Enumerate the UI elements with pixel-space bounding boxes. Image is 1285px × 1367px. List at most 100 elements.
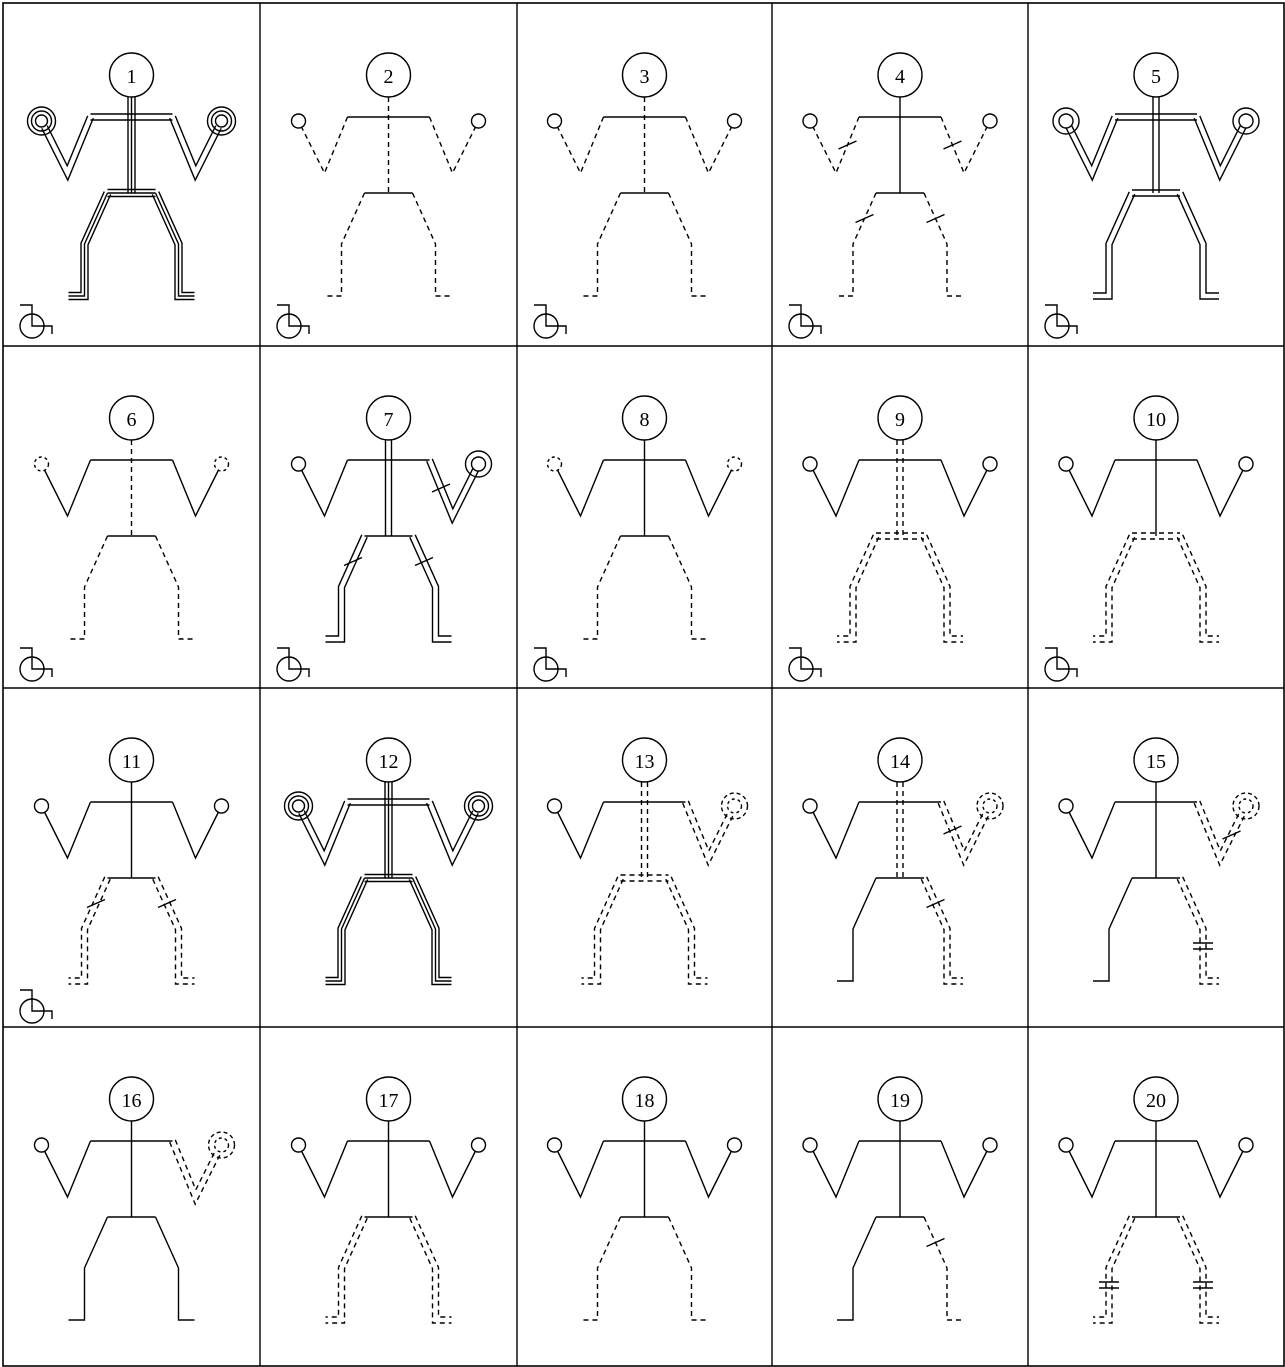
right-arm — [173, 802, 219, 858]
right-leg-line-1 — [415, 1216, 451, 1317]
right-leg — [924, 1217, 963, 1320]
cut-thigh-right — [927, 900, 945, 908]
left-hand-middle — [289, 796, 309, 816]
wheelchair-icon — [20, 648, 52, 681]
wheelchair-icon — [20, 990, 52, 1023]
right-leg-line-2 — [666, 879, 708, 984]
left-leg-line-1 — [326, 1218, 368, 1323]
frame — [277, 648, 309, 677]
wheelchair-icon — [789, 648, 821, 681]
right-hand — [728, 114, 742, 128]
left-leg — [582, 536, 621, 639]
panel-number: 8 — [640, 409, 650, 431]
right-arm-line-1 — [1200, 801, 1241, 851]
panel-14: 14 — [803, 738, 1003, 984]
left-arm — [558, 1141, 604, 1197]
right-hand — [472, 1138, 486, 1152]
left-arm — [45, 1141, 91, 1197]
right-leg — [669, 1217, 708, 1320]
left-leg-line-2 — [837, 535, 873, 636]
right-hand-inner — [728, 799, 742, 813]
right-leg-line-1 — [159, 192, 195, 293]
panel-number: 14 — [890, 751, 910, 773]
panel-number: 9 — [895, 409, 905, 431]
panel-13: 13 — [548, 738, 748, 984]
panel-19: 19 — [803, 1077, 997, 1320]
right-hand — [983, 457, 997, 471]
right-arm-line-2 — [938, 803, 990, 865]
right-leg-line-2 — [1177, 537, 1219, 642]
left-leg-line-2 — [69, 877, 105, 978]
right-arm-line-2 — [170, 1142, 222, 1204]
wheelchair-icon — [1045, 305, 1077, 338]
cut-thigh-right — [415, 558, 433, 566]
left-hand — [803, 1138, 817, 1152]
right-leg-line-1 — [1183, 1216, 1219, 1317]
left-hand — [803, 457, 817, 471]
panel-number: 12 — [379, 751, 399, 773]
left-hand-inner — [293, 800, 305, 812]
left-hand-outer — [1053, 108, 1079, 134]
cut-upper-arm-right — [944, 141, 962, 149]
left-leg — [837, 878, 876, 981]
cut-upper-arm-right — [944, 826, 962, 834]
left-leg-line-1 — [69, 194, 111, 299]
wheelchair-icon — [534, 305, 566, 338]
left-leg-line-1 — [1093, 1218, 1135, 1323]
cut-thigh-left — [856, 215, 874, 223]
panel-2: 2 — [277, 53, 486, 338]
frame — [20, 648, 52, 677]
frame — [789, 305, 821, 334]
left-hand — [803, 799, 817, 813]
left-hand — [35, 799, 49, 813]
cut-upper-arm-right — [432, 484, 450, 492]
cut-thigh-left — [87, 900, 105, 908]
panel-1: 1 — [20, 53, 236, 338]
panel-number: 18 — [635, 1090, 655, 1112]
cut-thigh-right — [927, 215, 945, 223]
left-leg-line-1 — [582, 879, 624, 984]
left-leg — [837, 1217, 876, 1320]
left-arm-line-2 — [304, 801, 345, 851]
wheelchair-icon — [534, 648, 566, 681]
right-leg — [413, 193, 452, 296]
frame — [277, 305, 309, 334]
panel-11: 11 — [20, 738, 229, 1023]
right-arm-line-1 — [688, 801, 729, 851]
panel-15: 15 — [1059, 738, 1259, 984]
frame — [1045, 305, 1077, 334]
cut-thigh-right — [927, 1239, 945, 1247]
left-leg — [582, 193, 621, 296]
right-arm — [173, 460, 219, 516]
left-leg — [326, 193, 365, 296]
right-leg-line-2 — [1177, 879, 1219, 984]
right-leg-line-1 — [1183, 192, 1219, 293]
right-hand-outer — [1233, 793, 1259, 819]
right-arm — [941, 460, 987, 516]
panel-6: 6 — [20, 396, 229, 681]
cut-thigh-right — [158, 900, 176, 908]
wheelchair-icon — [789, 305, 821, 338]
panel-number: 5 — [1151, 66, 1161, 88]
right-leg-line-1 — [927, 877, 963, 978]
right-hand-inner — [472, 457, 486, 471]
panel-number: 4 — [895, 66, 905, 88]
left-arm-line-1 — [1066, 118, 1118, 180]
left-hand — [548, 799, 562, 813]
frame — [534, 305, 566, 334]
left-arm — [302, 460, 348, 516]
panel-8: 8 — [534, 396, 742, 681]
left-arm — [558, 460, 604, 516]
cut-thigh-left — [344, 558, 362, 566]
right-hand — [215, 799, 229, 813]
right-arm — [430, 1141, 476, 1197]
left-hand — [548, 457, 562, 471]
left-arm — [813, 117, 859, 173]
panel-number: 16 — [122, 1090, 142, 1112]
panel-number: 7 — [384, 409, 394, 431]
right-leg-line-1 — [1183, 535, 1219, 636]
left-arm — [813, 460, 859, 516]
right-leg-line-2 — [410, 537, 452, 642]
right-hand — [472, 114, 486, 128]
right-arm — [941, 1141, 987, 1197]
